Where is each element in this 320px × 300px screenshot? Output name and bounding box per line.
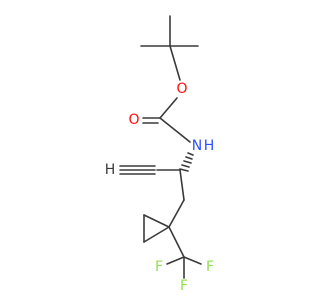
bond-ester-oxygen-carbonyl	[159, 97, 178, 119]
bond-ring-3	[143, 226, 170, 243]
alkyne-hydrogen-label: H	[105, 162, 116, 178]
bond-methylene-cyclopropyl	[168, 199, 185, 228]
fluorine-bottom-label: F	[180, 278, 188, 294]
oxygen-ester-label: O	[176, 81, 187, 97]
amide-hydrogen-label: H	[204, 138, 215, 154]
bond-carbonyl-nitrogen	[159, 117, 191, 143]
bond-cyclopropyl-cf3	[168, 226, 185, 258]
bond-cf3-f-left	[166, 256, 185, 265]
bond-tbutyl-oxygen	[169, 45, 181, 81]
bond-cf3-f-right	[183, 256, 202, 265]
nitrogen-label: N	[192, 138, 202, 154]
fluorine-right-label: F	[206, 259, 214, 275]
bond-stereocenter-methylene	[179, 169, 185, 201]
hashed-wedge-bond	[179, 152, 194, 172]
structure-canvas: O O N H H F F F	[105, 15, 215, 294]
fluorine-left-label: F	[155, 259, 163, 275]
bond-ring-1	[143, 214, 170, 228]
molecule-structure: O O N H H F F F	[105, 15, 215, 294]
oxygen-carbonyl-label: O	[128, 112, 139, 128]
